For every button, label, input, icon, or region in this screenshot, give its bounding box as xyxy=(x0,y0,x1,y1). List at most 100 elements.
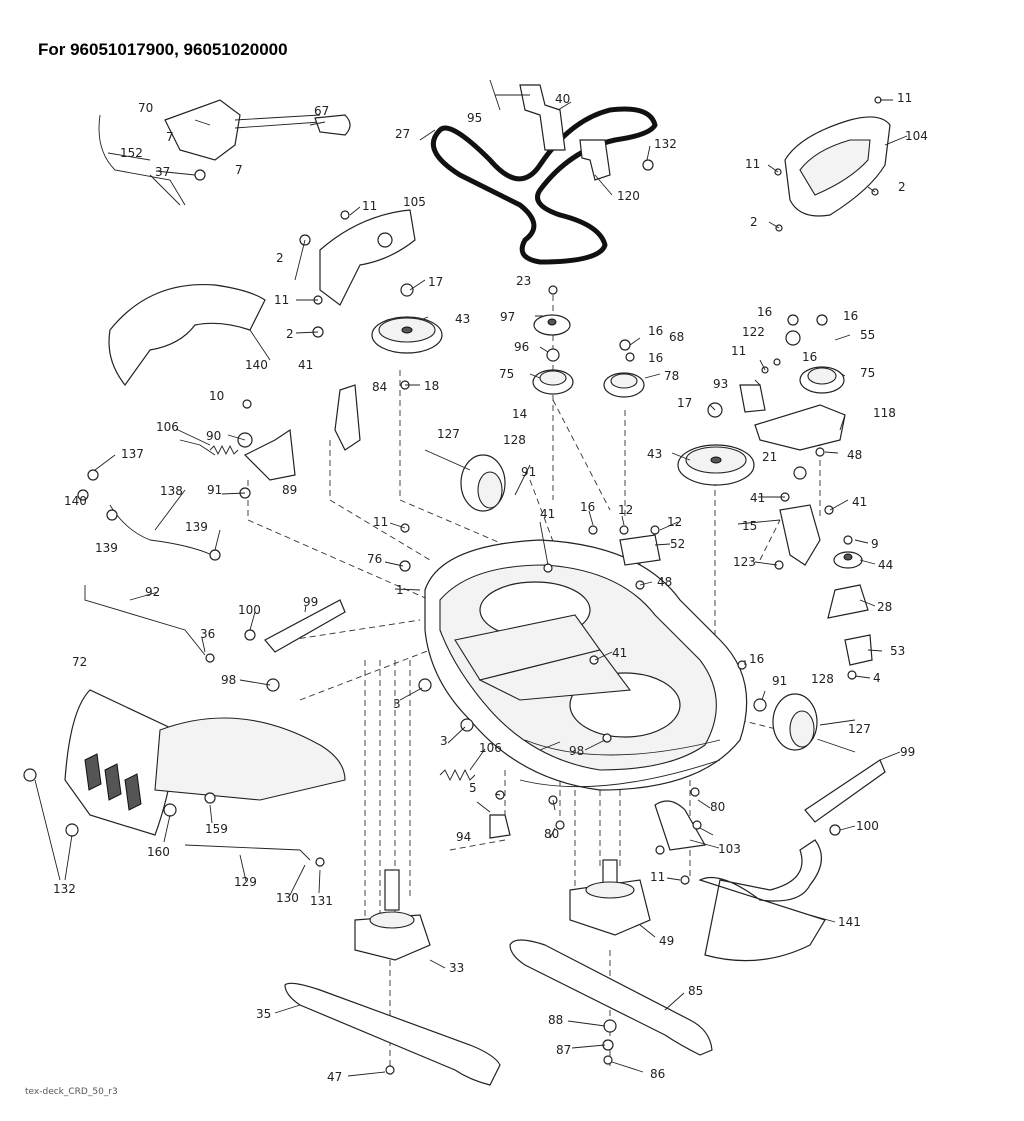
idler-pulley-75-left xyxy=(532,369,574,395)
callout-159: 159 xyxy=(205,822,228,836)
callout-122: 122 xyxy=(742,325,765,339)
gauge-wheel-128-left xyxy=(424,449,506,512)
callout-16-d: 16 xyxy=(843,309,858,323)
callout-106-b: 106 xyxy=(479,741,502,755)
callout-17-a: 17 xyxy=(428,275,443,289)
belt-cover-left xyxy=(319,209,416,306)
callout-11-c: 11 xyxy=(731,344,746,358)
callout-99-b: 99 xyxy=(900,745,915,759)
callout-15: 15 xyxy=(742,519,757,533)
hose-138 xyxy=(109,504,213,556)
callout-44: 44 xyxy=(878,558,893,572)
spindle-33 xyxy=(354,869,431,961)
callout-118: 118 xyxy=(873,406,896,420)
callout-128-a: 128 xyxy=(503,433,526,447)
callout-103: 103 xyxy=(718,842,741,856)
callout-132: 132 xyxy=(53,882,76,896)
callout-95: 95 xyxy=(467,111,482,125)
callout-95b: 132 xyxy=(654,137,677,151)
callout-11-d: 11 xyxy=(373,515,388,529)
callout-2-a: 2 xyxy=(276,251,284,265)
callout-11-105: 11 xyxy=(362,199,377,213)
callout-93: 93 xyxy=(713,377,728,391)
callout-52: 52 xyxy=(670,537,685,551)
callout-136: 140 xyxy=(64,494,87,508)
callout-100-b: 100 xyxy=(856,819,879,833)
callout-152: 152 xyxy=(120,146,143,160)
callout-90: 90 xyxy=(206,429,221,443)
callout-67: 67 xyxy=(314,104,329,118)
callout-91-a: 91 xyxy=(207,483,222,497)
bracket-94 xyxy=(489,814,511,839)
spring-106 xyxy=(179,439,476,782)
idler-arm-118 xyxy=(739,384,846,451)
callout-40: 40 xyxy=(555,92,570,106)
callout-123: 123 xyxy=(733,555,756,569)
callout-160: 160 xyxy=(147,845,170,859)
callout-41-b: 41 xyxy=(540,507,555,521)
callout-7: 7 xyxy=(166,130,174,144)
callout-68: 68 xyxy=(669,330,684,344)
callout-49: 49 xyxy=(659,934,674,948)
callout-9: 9 xyxy=(871,537,879,551)
callout-11-tr: 11 xyxy=(897,91,912,105)
drive-belt xyxy=(430,106,658,265)
bracket-84 xyxy=(334,384,361,451)
callout-55: 55 xyxy=(860,328,875,342)
callout-128-b: 128 xyxy=(811,672,834,686)
belt-cover-right xyxy=(784,116,891,217)
callout-41-e: 41 xyxy=(612,646,627,660)
callout-91-c: 91 xyxy=(772,674,787,688)
callout-88: 88 xyxy=(548,1013,563,1027)
callout-140: 140 xyxy=(245,358,268,372)
callout-104: 104 xyxy=(905,129,928,143)
callout-48-a: 48 xyxy=(847,448,862,462)
callout-3-a: 3 xyxy=(393,697,401,711)
callout-3-b: 3 xyxy=(440,734,448,748)
rod-92 xyxy=(84,585,206,656)
callout-43-b: 43 xyxy=(647,447,662,461)
callout-127-a: 127 xyxy=(437,427,460,441)
spindle-49 xyxy=(569,859,651,936)
callout-48-b: 48 xyxy=(657,575,672,589)
callout-16-a: 16 xyxy=(648,324,663,338)
callout-28: 28 xyxy=(877,600,892,614)
callout-99-a: 99 xyxy=(303,595,318,609)
blade-85 xyxy=(509,939,713,1056)
idler-bracket-15 xyxy=(779,504,821,566)
link-99-left xyxy=(264,599,346,653)
bracket-52 xyxy=(619,534,661,566)
callout-4: 4 xyxy=(873,671,881,685)
callout-75-a: 75 xyxy=(499,367,514,381)
callout-80-b: 80 xyxy=(710,800,725,814)
callout-96: 96 xyxy=(514,340,529,354)
callout-36: 36 xyxy=(200,627,215,641)
callout-85: 85 xyxy=(688,984,703,998)
callout-47: 47 xyxy=(327,1070,342,1084)
callout-98-a: 98 xyxy=(221,673,236,687)
callout-92: 92 xyxy=(145,585,160,599)
callout-12-b: 12 xyxy=(667,515,682,529)
drawing-id: tex-deck_CRD_50_r3 xyxy=(25,1087,118,1097)
callout-137: 137 xyxy=(121,447,144,461)
callout-141: 141 xyxy=(838,915,861,929)
callout-43-a: 43 xyxy=(455,312,470,326)
callout-16-c: 16 xyxy=(757,305,772,319)
callout-84: 84 xyxy=(372,380,387,394)
lift-linkage xyxy=(98,99,351,206)
callout-127-b: 127 xyxy=(848,722,871,736)
callout-2-b: 2 xyxy=(286,327,294,341)
callout-98-b: 98 xyxy=(569,744,584,758)
blade-guard-103 xyxy=(654,800,706,851)
callout-100-a: 100 xyxy=(238,603,261,617)
bracket-28 xyxy=(827,584,869,619)
callout-21: 21 xyxy=(762,450,777,464)
discharge-chute-72 xyxy=(64,689,346,836)
callout-89: 89 xyxy=(282,483,297,497)
callout-11-tr2: 11 xyxy=(745,157,760,171)
callout-131: 131 xyxy=(310,894,333,908)
callout-1: 1 xyxy=(396,583,404,597)
callout-16-f: 16 xyxy=(580,500,595,514)
callout-2-tr: 2 xyxy=(898,180,906,194)
